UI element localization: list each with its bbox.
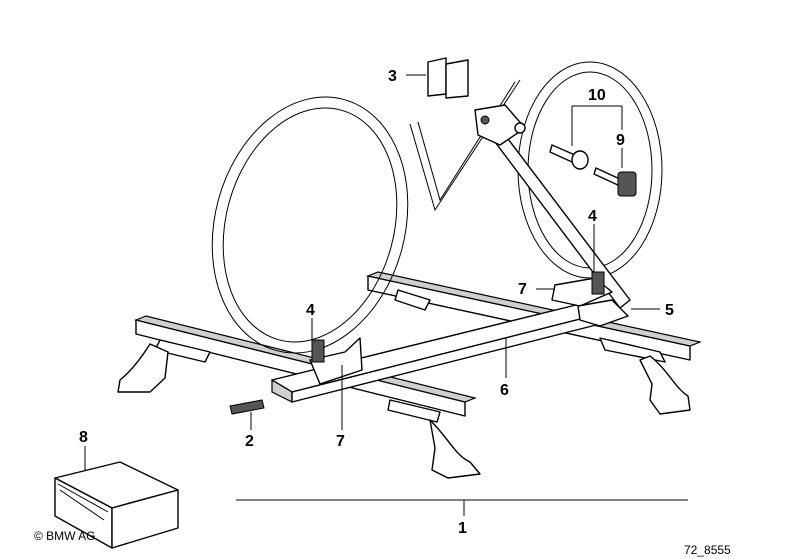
strap-buckle-rear xyxy=(591,271,605,295)
callout-2: 2 xyxy=(245,433,254,450)
front-roof-bar xyxy=(117,315,481,479)
front-wheel xyxy=(211,96,409,354)
diagram-number: 72_8555 xyxy=(684,543,731,557)
leader-lines xyxy=(84,74,688,516)
copyright-text: © BMW AG xyxy=(34,529,96,543)
callout-10: 10 xyxy=(588,87,606,104)
lock-cylinder xyxy=(549,144,589,170)
callout-7-rear: 7 xyxy=(518,281,527,298)
front-wheel-tray xyxy=(309,337,363,385)
callout-6: 6 xyxy=(500,382,509,399)
callout-7-front: 7 xyxy=(336,433,345,450)
callout-1: 1 xyxy=(458,520,467,537)
callout-4-rear: 4 xyxy=(588,208,597,225)
callout-9: 9 xyxy=(616,132,625,149)
clamp-base xyxy=(577,299,629,327)
key xyxy=(593,167,637,197)
rubber-pad xyxy=(229,399,265,415)
callout-4-front: 4 xyxy=(306,302,315,319)
callout-3: 3 xyxy=(388,68,397,85)
callout-8: 8 xyxy=(79,429,88,446)
callout-5: 5 xyxy=(665,302,674,319)
spacer-sleeve xyxy=(427,57,469,99)
packaging-box xyxy=(54,461,179,549)
strap-buckle-front xyxy=(311,339,325,363)
downtube-holder-arm xyxy=(474,104,631,309)
